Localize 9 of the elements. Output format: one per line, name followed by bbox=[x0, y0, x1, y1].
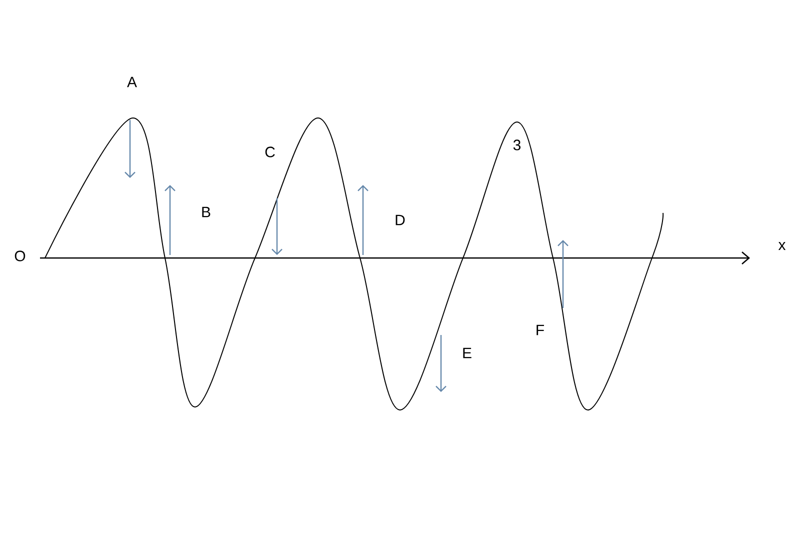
point-label: A bbox=[127, 76, 137, 88]
point-label: E bbox=[463, 348, 472, 358]
axis-label: x bbox=[778, 242, 786, 250]
point-label: C bbox=[265, 146, 275, 158]
point-label: D bbox=[396, 214, 405, 226]
origin-label: O bbox=[14, 250, 26, 262]
point-label: F bbox=[536, 324, 544, 336]
point-label: B bbox=[202, 206, 210, 218]
point-label: 3 bbox=[513, 140, 521, 150]
